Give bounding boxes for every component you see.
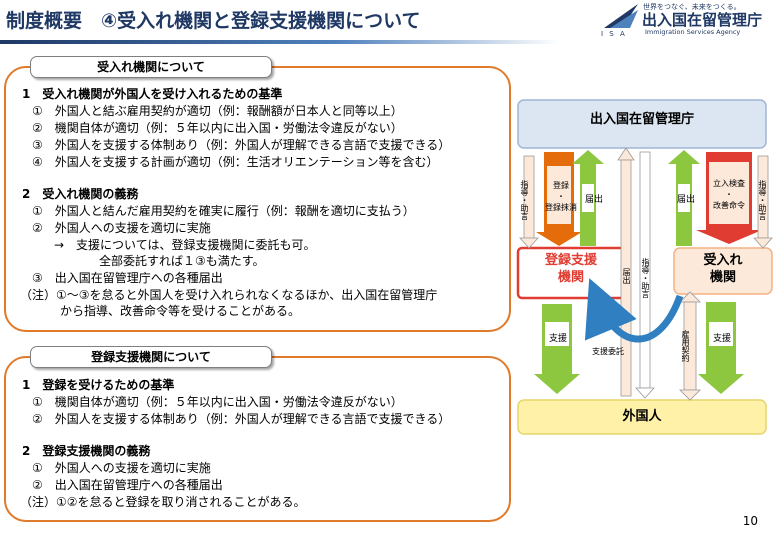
host-org-box bbox=[673, 247, 773, 295]
guidance-arrow-mid2 bbox=[635, 151, 655, 399]
foreigner-box bbox=[517, 399, 767, 435]
registration-arrow bbox=[536, 152, 582, 246]
support-org-label: 登録支援 機関 bbox=[544, 253, 597, 285]
page-number: 10 bbox=[742, 514, 758, 528]
guidance-arrow-right bbox=[753, 155, 773, 249]
notification-label-right: 届出 bbox=[676, 195, 695, 205]
guidance-arrow-left bbox=[519, 155, 539, 249]
s2-item: ① 機関自体が適切（例：５年以内に出入国・労働法令違反がない） bbox=[32, 395, 403, 409]
s1-heading-2: 2 受入れ機関の義務 bbox=[22, 187, 139, 201]
s1-heading-1: 1 受入れ機関が外国人を受け入れるための基準 bbox=[22, 87, 283, 101]
support-label-left: 支援 bbox=[548, 334, 567, 344]
s1-subitem: 全部委託すれば１③も満たす。 bbox=[99, 254, 265, 268]
inspection-label: 立入検査 ・ 改善命令 bbox=[713, 179, 745, 210]
s1-item: ② 機関自体が適切（例：５年以内に出入国・労働法令違反がない） bbox=[32, 121, 403, 135]
s1-item: ① 外国人と結ぶ雇用契約が適切（例：報酬額が日本人と同等以上） bbox=[32, 104, 403, 118]
s2-item: ② 外国人を支援する体制あり（例：外国人が理解できる言語で支援できる） bbox=[32, 412, 451, 426]
employment-contract-arrow bbox=[679, 291, 701, 401]
employment-contract-label: 雇用契約 bbox=[681, 330, 690, 362]
inspection-arrow bbox=[696, 152, 762, 244]
foreigner-label: 外国人 bbox=[622, 409, 662, 424]
guidance-label-right: 指導・助言 bbox=[758, 180, 767, 220]
notification-arrow-left bbox=[572, 150, 604, 246]
guidance-arrow-mid bbox=[617, 147, 635, 397]
s2-heading-1: 1 登録を受けるための基準 bbox=[22, 378, 175, 392]
header-underline bbox=[0, 40, 560, 44]
s1-subitem: → 支援については、登録支援機関に委託も可。 bbox=[54, 238, 316, 252]
agency-label: 出入国在留管理庁 bbox=[589, 112, 694, 127]
delegation-arrow bbox=[584, 278, 684, 343]
notification-vlabel: 届出 bbox=[622, 268, 631, 284]
support-arrow-right bbox=[698, 302, 744, 394]
s1-note: から指導、改善命令等を受けることがある。 bbox=[60, 304, 301, 318]
support-label-right: 支援 bbox=[712, 334, 731, 344]
agency-box bbox=[517, 99, 767, 149]
registration-label: 登録 ・ 登録抹消 bbox=[545, 181, 577, 212]
logo-english: Immigration Services Agency bbox=[645, 28, 741, 36]
host-org-tab: 受入れ機関について bbox=[30, 56, 272, 78]
host-org-label: 受入れ 機関 bbox=[703, 253, 743, 285]
guidance-vlabel-mid: 指導・助言 bbox=[641, 258, 650, 298]
support-org-tab: 登録支援機関について bbox=[30, 346, 272, 368]
delegation-label: 支援委託 bbox=[592, 347, 624, 356]
notification-arrow-right bbox=[668, 150, 700, 246]
s1-item: ④ 外国人を支援する計画が適切（例：生活オリエンテーション等を含む） bbox=[32, 155, 439, 169]
s1-item: ① 外国人と結んだ雇用契約を確実に履行（例：報酬を適切に支払う） bbox=[32, 204, 415, 218]
s2-note: （注）①②を怠ると登録を取り消されることがある。 bbox=[20, 495, 306, 509]
guidance-label-left: 指導・助言 bbox=[520, 180, 529, 220]
s2-item: ① 外国人への支援を適切に実施 bbox=[32, 461, 211, 475]
agency-logo-icon bbox=[604, 4, 638, 28]
support-arrow-left bbox=[534, 304, 580, 394]
s2-item: ② 出入国在留管理庁への各種届出 bbox=[32, 478, 223, 492]
logo-abbr: I S A bbox=[601, 30, 627, 38]
page-title: 制度概要 ④受入れ機関と登録支援機関について bbox=[6, 10, 421, 32]
notification-label-left: 届出 bbox=[584, 195, 603, 205]
s1-item: ③ 外国人を支援する体制あり（例：外国人が理解できる言語で支援できる） bbox=[32, 138, 451, 152]
s1-item: ② 外国人への支援を適切に実施 bbox=[32, 221, 211, 235]
relationship-diagram bbox=[516, 99, 773, 435]
s1-item: ③ 出入国在留管理庁への各種届出 bbox=[32, 271, 223, 285]
logo-tagline: 世界をつなぐ、未来をつくる。 bbox=[643, 3, 741, 11]
s1-note: （注）①～③を怠ると外国人を受け入れられなくなるほか、出入国在留管理庁 bbox=[20, 288, 438, 302]
logo-name: 出入国在留管理庁 bbox=[642, 11, 763, 29]
s2-heading-2: 2 登録支援機関の義務 bbox=[22, 444, 151, 458]
